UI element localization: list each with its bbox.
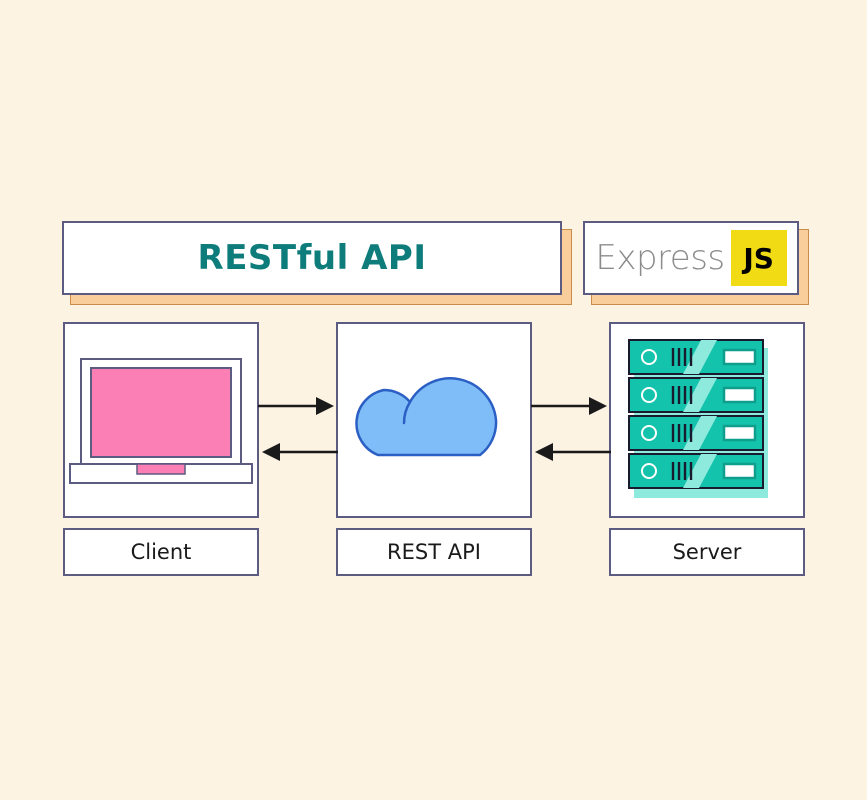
laptop-icon — [69, 358, 253, 484]
js-badge-label: JS — [743, 241, 774, 275]
arrow-server-to-api — [535, 443, 611, 461]
node-panel-client — [63, 322, 259, 518]
node-label-client: Client — [63, 528, 259, 576]
server-rack-icon — [627, 338, 768, 498]
arrow-api-to-server — [531, 397, 607, 415]
node-panel-rest-api — [336, 322, 532, 518]
node-label-server: Server — [609, 528, 805, 576]
cloud-icon — [355, 377, 498, 457]
page-title: RESTful API — [197, 238, 427, 278]
node-label-server-text: Server — [672, 540, 742, 564]
express-wordmark: Express — [595, 238, 725, 278]
node-panel-server — [609, 322, 805, 518]
js-badge: JS — [730, 230, 787, 286]
node-label-rest-api: REST API — [336, 528, 532, 576]
node-label-rest-api-text: REST API — [387, 540, 481, 564]
title-card: RESTful API — [62, 221, 562, 295]
arrow-client-to-api — [258, 397, 334, 415]
express-logo: Express JS — [595, 230, 787, 286]
node-label-client-text: Client — [130, 540, 192, 564]
arrow-api-to-client — [262, 443, 338, 461]
express-logo-card: Express JS — [583, 221, 799, 295]
